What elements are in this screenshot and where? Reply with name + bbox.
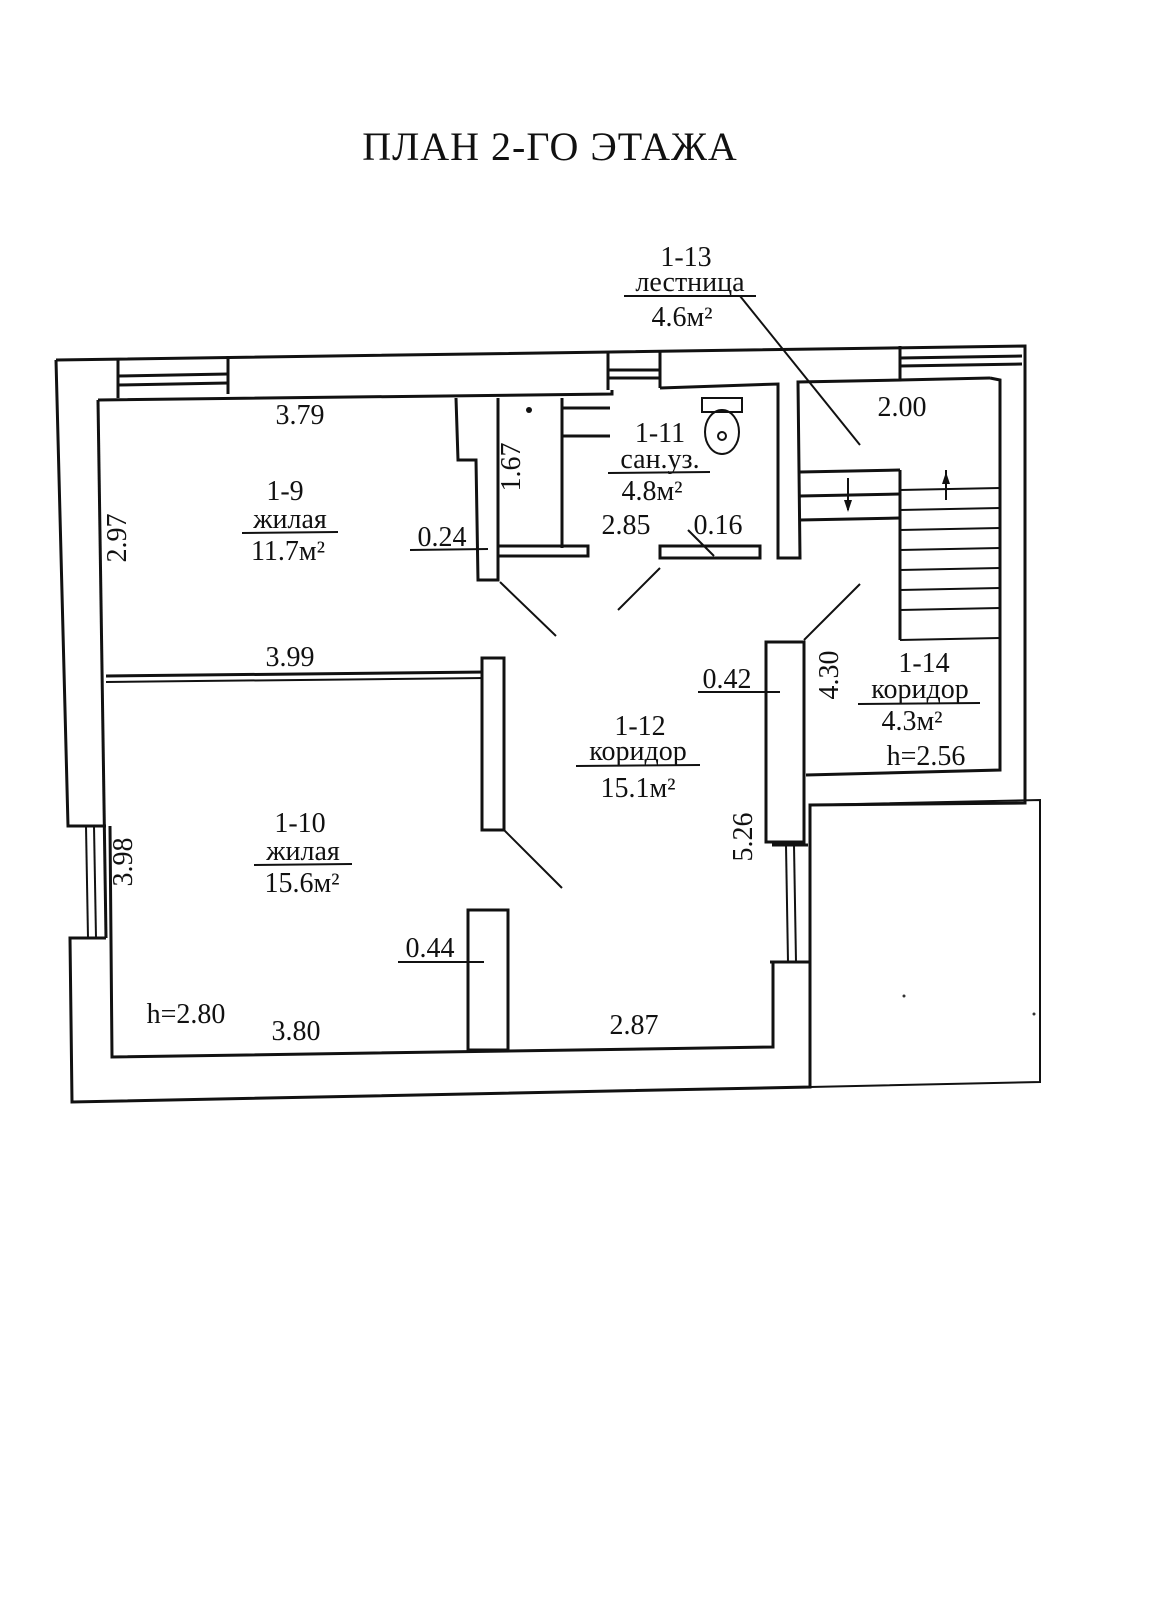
- room-type: коридор: [871, 674, 968, 705]
- room-id: 1-9: [266, 476, 303, 507]
- room-area: 11.7м²: [251, 536, 325, 567]
- room-id: 1-14: [898, 648, 949, 679]
- dimension-label: 0.42: [703, 664, 752, 695]
- room-area: 4.6м²: [651, 302, 712, 333]
- dimension-label: 5.26: [728, 813, 759, 862]
- partition-wall-bottom: [466, 908, 510, 1052]
- dimension-label: 3.98: [108, 838, 139, 887]
- dimension-label: 0.16: [694, 510, 743, 541]
- dimension-label: 0.44: [406, 933, 455, 964]
- dimension-label: 2.85: [602, 510, 651, 541]
- dimension-label: 4.30: [814, 651, 845, 700]
- dimension-labels: 3.79 2.97 0.24 1.67 2.85 0.16 2.00 3.99 …: [102, 392, 927, 1047]
- dimension-label: 2.00: [878, 392, 927, 423]
- room-id: 1-12: [614, 711, 665, 742]
- partition-wall-1-10: [480, 656, 506, 832]
- room-type: коридор: [589, 736, 686, 767]
- right-window: [764, 640, 810, 964]
- room-area: 4.3м²: [881, 706, 942, 737]
- outer-walls: [54, 344, 1041, 1104]
- room-id: 1-11: [635, 418, 685, 449]
- room-type: сан.уз.: [620, 444, 699, 475]
- toilet-icon: [701, 397, 743, 455]
- room-type: жилая: [252, 504, 327, 535]
- dimension-label: 3.80: [272, 1016, 321, 1047]
- room-type: лестница: [635, 267, 745, 298]
- staircase: [799, 468, 1001, 641]
- plan-title: ПЛАН 2-ГО ЭТАЖА: [362, 124, 738, 169]
- room-1-10-label: 1-10 жилая 15.6м²: [253, 808, 353, 899]
- room-1-11-label: 1-11 сан.уз. 4.8м²: [607, 418, 711, 507]
- room-area: 15.1м²: [600, 773, 675, 804]
- room-area: 15.6м²: [264, 868, 339, 899]
- room-1-12-label: 1-12 коридор 15.1м²: [575, 711, 701, 804]
- room-area: 4.8м²: [621, 476, 682, 507]
- bathroom-walls: [454, 397, 762, 582]
- room-id: 1-13: [660, 242, 711, 273]
- room-1-13-label: 1-13 лестница 4.6м²: [624, 242, 756, 333]
- dimension-label: 2.87: [610, 1010, 659, 1041]
- door-swings: [499, 567, 861, 889]
- left-window: [68, 824, 106, 940]
- room-1-14-label: 1-14 коридор 4.3м² h=2.56: [857, 648, 981, 772]
- dimension-label: 1.67: [496, 443, 527, 492]
- floor-height: h=2.80: [147, 999, 226, 1030]
- dimension-label: 0.24: [418, 522, 467, 553]
- dimension-label: 2.97: [102, 514, 133, 563]
- room-type: жилая: [265, 836, 340, 867]
- dimension-label: 3.99: [266, 642, 315, 673]
- leader-line: [739, 295, 861, 446]
- dimension-label: 3.79: [276, 400, 325, 431]
- room-1-9-label: 1-9 жилая 11.7м²: [241, 476, 339, 567]
- partition-wall: [105, 670, 487, 678]
- room-id: 1-10: [274, 808, 325, 839]
- room-height: h=2.56: [887, 741, 966, 772]
